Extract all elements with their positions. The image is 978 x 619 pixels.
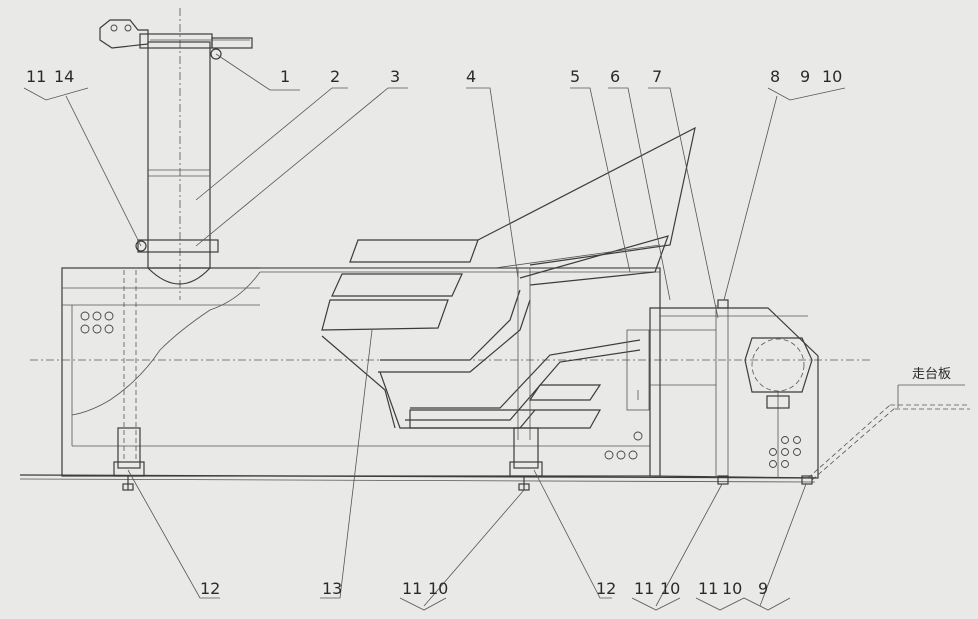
right-box: [649, 305, 819, 479]
main-housing: [61, 267, 661, 477]
callout-4: 4: [466, 67, 476, 86]
louver-blades: [321, 239, 641, 429]
callout-5: 5: [570, 67, 580, 86]
callout-11-top: 11: [26, 67, 46, 86]
callout-11-mid: 11: [402, 579, 422, 598]
flange-bolt: [135, 240, 147, 252]
mid-vent-holes: [604, 431, 643, 460]
platform-label: 走台板: [912, 367, 951, 382]
callout-8: 8: [770, 67, 780, 86]
callout-11-right2: 11: [698, 579, 718, 598]
callout-11-right1: 11: [634, 579, 654, 598]
right-vent-holes: [769, 436, 801, 468]
inclined-hood: [477, 126, 696, 440]
callout-12-left: 12: [200, 579, 220, 598]
callout-9: 9: [800, 67, 810, 86]
callout-14: 14: [54, 67, 74, 86]
inspection-plate: [626, 329, 650, 411]
callout-10-right2: 10: [722, 579, 742, 598]
callout-10-right1: 10: [660, 579, 680, 598]
left-vent-holes: [80, 311, 114, 334]
callout-2: 2: [330, 67, 340, 86]
callout-9-right: 9: [758, 579, 768, 598]
callout-7: 7: [652, 67, 662, 86]
middle-support: [509, 427, 543, 491]
callout-3: 3: [390, 67, 400, 86]
callout-labels: 11 14 1 2 3 4 5 6 7 8 9 10 12 13 11 10 1…: [26, 67, 842, 598]
vertical-pipe: [137, 41, 219, 285]
platform: 走台板: [807, 367, 970, 481]
callout-10: 10: [822, 67, 842, 86]
right-box-bolts: [717, 299, 813, 485]
callout-13: 13: [322, 579, 342, 598]
left-support: [113, 270, 145, 491]
callout-10-mid: 10: [428, 579, 448, 598]
callout-1: 1: [280, 67, 290, 86]
top-clamp: [99, 19, 253, 60]
callout-12-mid: 12: [596, 579, 616, 598]
leader-lines: [23, 53, 846, 611]
callout-6: 6: [610, 67, 620, 86]
